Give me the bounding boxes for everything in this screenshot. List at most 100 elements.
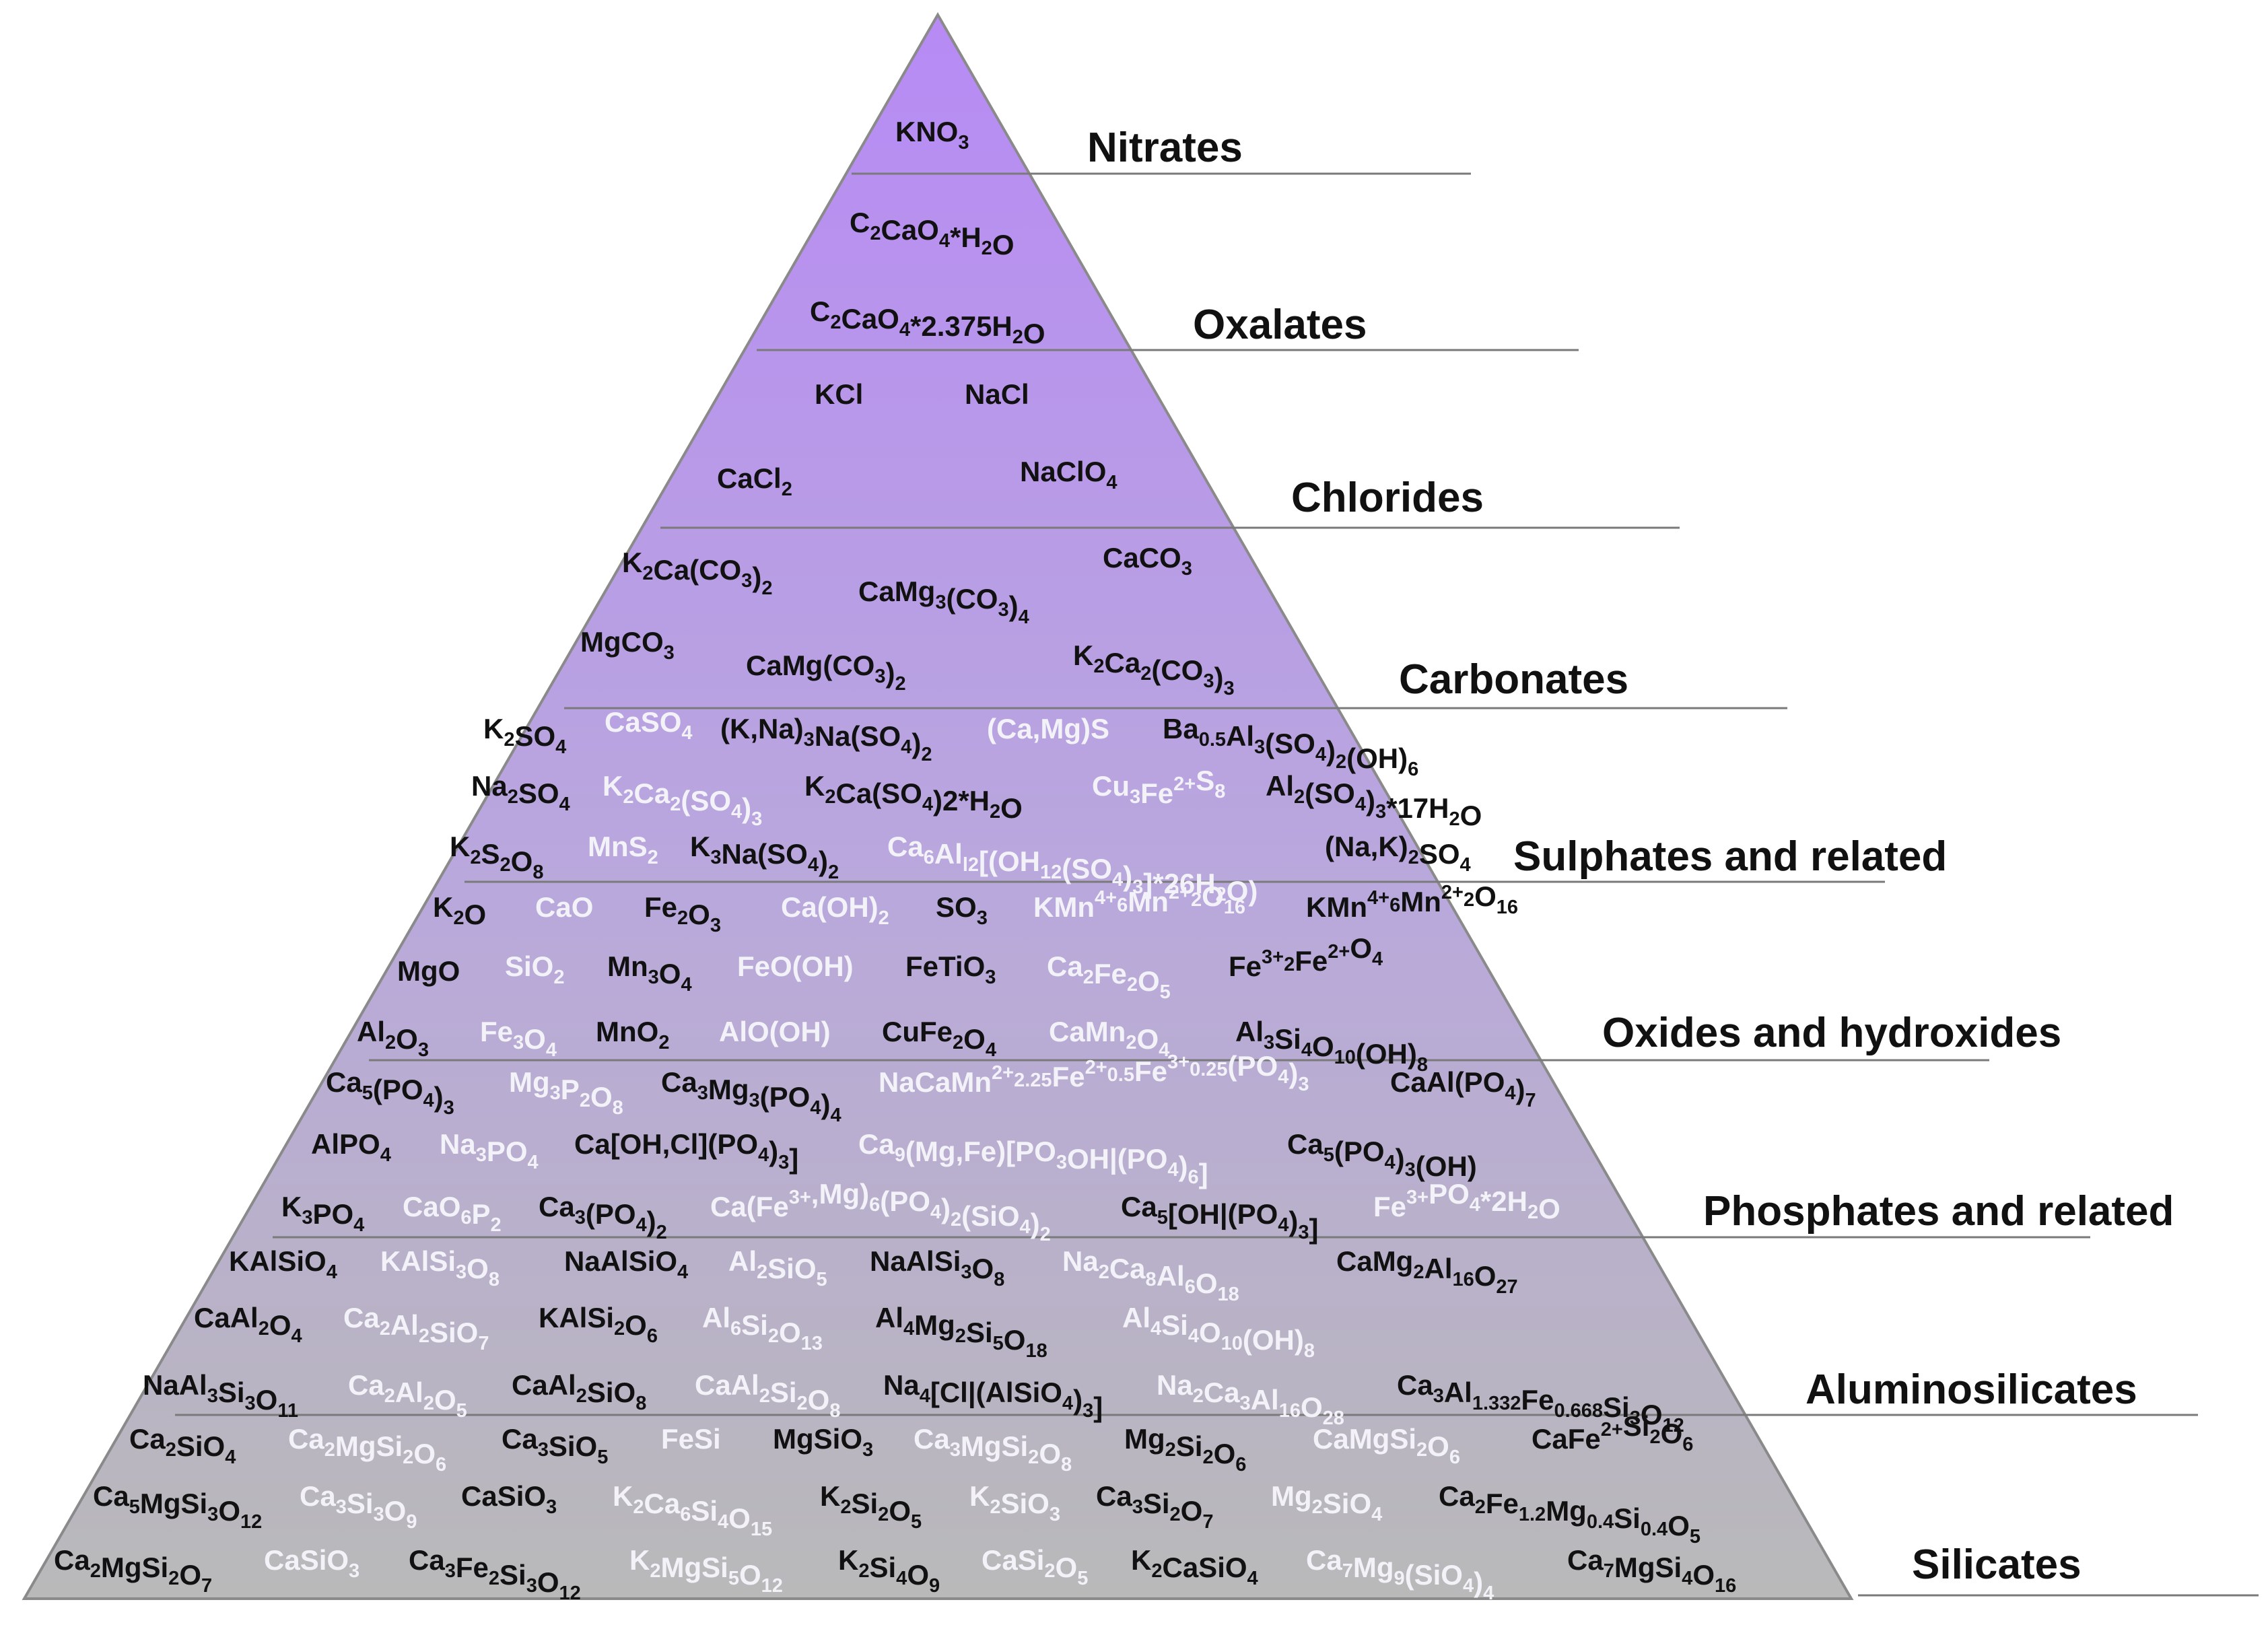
compound-formula: CuFe2O4	[882, 1016, 996, 1061]
compound-formula: NaAl3Si3O11	[143, 1369, 298, 1422]
compound-formula: CaSi2O5	[982, 1544, 1088, 1589]
compound-formula: CaMn2O4	[1049, 1016, 1169, 1061]
compound-formula: Al3Si4O10(OH)8	[1235, 1016, 1428, 1076]
compound-formula: SO3	[936, 891, 988, 929]
compound-formula: K2Ca(CO3)2	[622, 547, 772, 599]
compound-formula: MgSiO3	[773, 1423, 873, 1461]
compound-formula: K2O	[433, 891, 486, 930]
category-oxides-hydroxides: Oxides and hydroxides	[1602, 1010, 2061, 1056]
compound-formula: Fe3O4	[480, 1016, 557, 1061]
compound-formula: CaSiO3	[461, 1480, 557, 1518]
compound-formula: Al4Mg2Si5O18	[875, 1302, 1047, 1362]
compound-formula: Ca2Al2O5	[348, 1369, 467, 1422]
compound-formula: Ca3SiO5	[502, 1423, 608, 1468]
compound-formula: Mg2SiO4	[1271, 1480, 1382, 1525]
compound-formula: Al2SiO5	[728, 1245, 827, 1290]
compound-formula: Ca2Fe1.2Mg0.4Si0.4O5	[1439, 1480, 1700, 1548]
compound-formula: (Ca,Mg)S	[987, 713, 1109, 744]
compound-formula: Mg2Si2O6	[1124, 1423, 1246, 1476]
compound-formula: Ca2Fe2O5	[1047, 950, 1171, 1003]
compound-formula: K2CaSiO4	[1131, 1544, 1258, 1589]
compound-formula: Al6Si2O13	[702, 1302, 823, 1354]
compound-formula: Ca5[OH|(PO4)3]	[1121, 1191, 1319, 1245]
compound-formula: Ca7Mg9(SiO4)4	[1306, 1544, 1494, 1604]
compound-formula: AlO(OH)	[719, 1016, 831, 1047]
compound-formula: K2Ca6Si4O15	[613, 1480, 772, 1540]
compound-formula: Ca3MgSi2O8	[914, 1423, 1072, 1476]
compound-formula: CaMg3(CO3)4	[858, 576, 1029, 628]
compound-formula: C2CaO4*H2O	[850, 207, 1014, 261]
compound-formula: Fe3+PO4*2H2O	[1373, 1178, 1560, 1224]
compound-formula: Na4[Cl|(AlSiO4)3]	[883, 1369, 1103, 1423]
compound-formula: Fe2O3	[644, 891, 721, 936]
compound-formula: SiO2	[505, 950, 565, 988]
compound-formula: Ca2MgSi2O7	[54, 1544, 212, 1597]
compound-formula: CaMg2Al16O27	[1336, 1245, 1518, 1298]
compound-formula: CaFe2+Si2O6	[1532, 1410, 1693, 1455]
compound-formula: Al2(SO4)3*17H2O	[1266, 770, 1482, 831]
compound-formula: MnO2	[596, 1016, 669, 1053]
compound-formula: NaClO4	[1020, 456, 1118, 493]
compound-formula: CaAl2Si2O8	[695, 1369, 840, 1422]
compound-formula: Al4Si4O10(OH)8	[1122, 1302, 1315, 1362]
compound-formula: (K,Na)3Na(SO4)2	[720, 713, 932, 765]
compound-formula: CaSO4	[605, 706, 693, 744]
compound-formula: Ca3Si2O7	[1096, 1480, 1213, 1533]
category-phosphates: Phosphates and related	[1703, 1188, 2174, 1235]
compound-formula: CaAl2SiO8	[512, 1369, 646, 1414]
compound-formula: K2S2O8	[450, 831, 543, 883]
compound-formula: K2SiO3	[969, 1480, 1060, 1525]
compound-formula: Ca3Fe2Si3O12	[409, 1544, 581, 1604]
compound-formula: K2Ca2(SO4)3	[603, 770, 762, 830]
compound-formula: K2Si2O5	[820, 1480, 922, 1533]
compound-formula: KAlSi2O6	[539, 1302, 658, 1347]
pyramid-triangle	[22, 11, 1854, 1600]
compound-formula: K2Ca(SO4)2*H2O	[804, 770, 1023, 824]
compound-formula: K2Ca2(CO3)3	[1073, 639, 1235, 699]
compound-formula: KAlSiO4	[229, 1245, 337, 1283]
compound-formula: CaMgSi2O6	[1313, 1423, 1460, 1468]
compound-formula: Ca[OH,Cl](PO4)3]	[574, 1128, 798, 1175]
compound-formula: FeTiO3	[905, 950, 996, 988]
compound-formula: CaO	[535, 891, 593, 923]
compound-formula: Ca2MgSi2O6	[288, 1423, 446, 1476]
category-sulphates: Sulphates and related	[1513, 833, 1947, 880]
category-aluminosilicates: Aluminosilicates	[1806, 1366, 2137, 1413]
compound-formula: K3Na(SO4)2	[690, 831, 839, 883]
compound-formula: CaAl2O4	[194, 1302, 302, 1347]
category-carbonates: Carbonates	[1399, 656, 1628, 703]
compound-formula: Ba0.5Al3(SO4)2(OH)6	[1163, 713, 1418, 780]
compound-formula: AlPO4	[311, 1128, 391, 1166]
compound-formula: Fe3+2Fe2+O4	[1229, 932, 1383, 982]
category-chlorides: Chlorides	[1291, 475, 1484, 521]
compound-formula: Ca5(PO4)3	[326, 1066, 454, 1119]
compound-formula: Ca7MgSi4O16	[1567, 1544, 1736, 1597]
compound-formula: Na2Ca3Al16O28	[1157, 1369, 1344, 1429]
compound-formula: NaAlSi3O8	[870, 1245, 1004, 1290]
compound-formula: Ca5MgSi3O12	[93, 1480, 262, 1533]
category-labels: Nitrates Oxalates Chlorides Carbonates S…	[1087, 125, 2174, 1588]
compound-formula: Mg3P2O8	[509, 1066, 623, 1119]
compound-formula: Ca2SiO4	[129, 1423, 236, 1468]
compound-formula: Ca3Si3O9	[300, 1480, 417, 1533]
compound-formula: Ca3Al1.332Fe0.668Si3O12	[1397, 1369, 1684, 1436]
compound-formula: NaCl	[965, 378, 1029, 410]
compound-formula: CaCO3	[1103, 542, 1192, 580]
compound-formula: KMn4+6Mn2+2O16	[1033, 880, 1245, 923]
compound-formula: Na2SO4	[471, 770, 570, 815]
compound-formula: (Na,K)2SO4	[1325, 831, 1471, 876]
compound-formula: MgO	[397, 955, 460, 987]
compound-formula: Ca(Fe3+,Mg)6(PO4)2(SiO4)2	[710, 1178, 1051, 1245]
compound-formula: KNO3	[895, 116, 969, 153]
compound-formula: Ca9(Mg,Fe)[PO3OH|(PO4)6]	[858, 1128, 1208, 1189]
category-nitrates: Nitrates	[1087, 125, 1243, 171]
compound-formula: Mn3O4	[607, 950, 692, 996]
compound-formula: NaAlSiO4	[564, 1245, 688, 1283]
compound-formula: C2CaO4*2.375H2O	[810, 296, 1045, 349]
compound-formula: Ca2Al2SiO7	[343, 1302, 489, 1354]
compound-formula: Na3PO4	[440, 1128, 539, 1173]
compound-formula: CaSiO3	[264, 1544, 359, 1582]
compound-formula: K2SO4	[483, 713, 566, 758]
